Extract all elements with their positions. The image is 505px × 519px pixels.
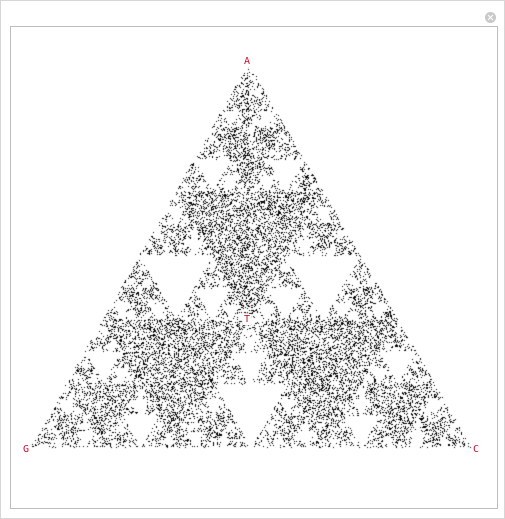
vertex-label-g: G [22,444,31,455]
vertex-label-a: A [243,56,252,67]
vertex-label-c: C [472,444,481,455]
vertex-label-t: T [243,314,252,325]
